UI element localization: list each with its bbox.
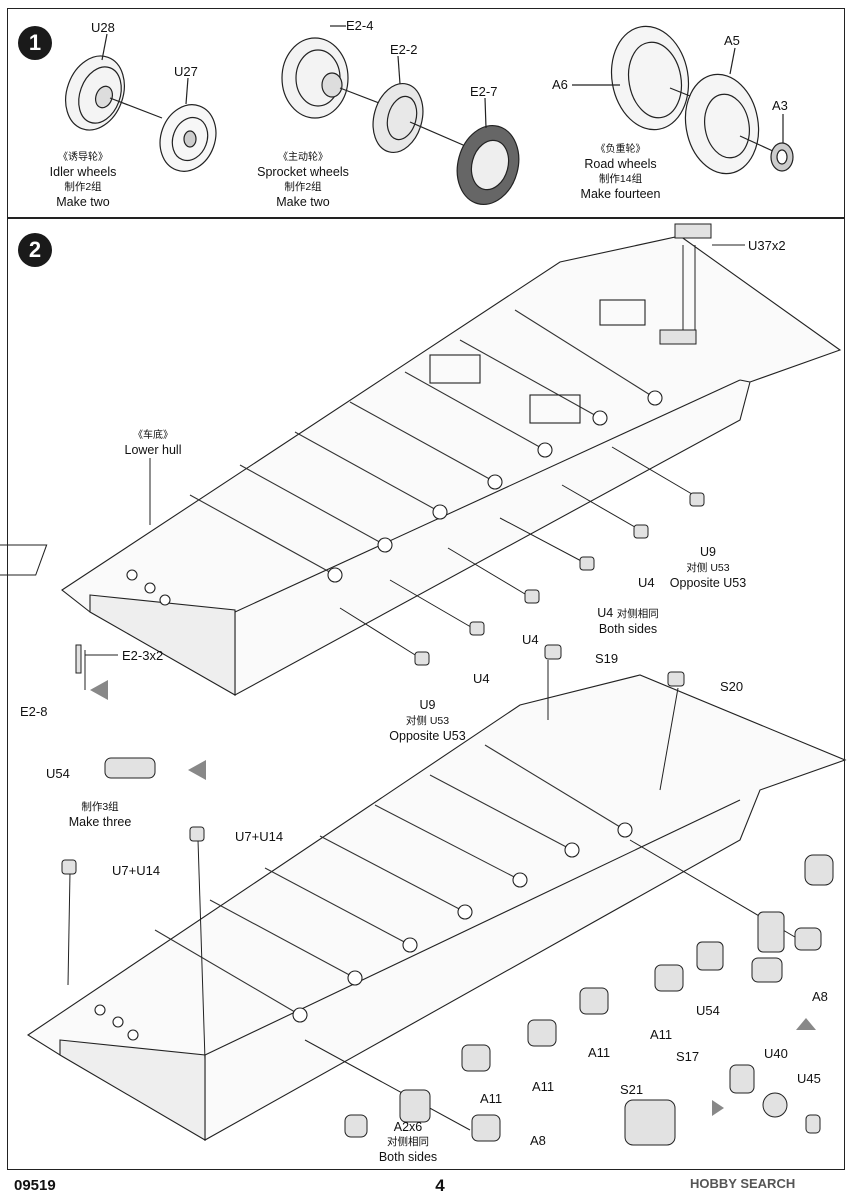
label-u4-c: U4 — [522, 632, 539, 647]
lower-hull-lower-drawing — [26, 674, 847, 1141]
label-u28: U28 — [91, 20, 115, 35]
sprocket-e2-7-drawing — [456, 124, 520, 206]
a2-en: Both sides — [378, 1150, 438, 1164]
step-number-1: 1 — [18, 26, 52, 60]
step-1-panel — [7, 8, 845, 218]
label-e2-4: E2-4 — [346, 18, 374, 33]
idler-name: Idler wheels — [49, 165, 117, 179]
label-a5: A5 — [724, 33, 740, 48]
product-code: 09519 — [14, 1177, 56, 1194]
label-a11-c: A11 — [532, 1079, 555, 1094]
label-a8-b: A8 — [530, 1133, 546, 1148]
u9-b-cn: 对侧 U53 — [405, 715, 450, 727]
label-e2-8: E2-8 — [20, 704, 48, 719]
label-s19: S19 — [595, 651, 619, 666]
label-u7-u14-a: U7+U14 — [235, 829, 284, 844]
label-u54-b: U54 — [696, 1003, 720, 1018]
hull-upper-leaders — [149, 244, 745, 659]
u4-b-cn: 对侧相同 — [616, 608, 659, 620]
hull-caption: 《车底》 Lower hull — [108, 428, 198, 458]
label-a8-a: A8 — [812, 989, 828, 1004]
label-a2: A2x6 — [393, 1120, 423, 1134]
sprocket-hub-e2-2-drawing — [372, 83, 471, 153]
page-number: 4 — [435, 1176, 445, 1195]
label-u27: U27 — [174, 64, 198, 79]
step-number-2: 2 — [18, 233, 52, 267]
idler-cn: 《诱导轮》 — [58, 152, 108, 163]
hull-lower-crossbars — [154, 744, 626, 1016]
make-three: Make three — [68, 815, 132, 829]
label-s20: S20 — [720, 679, 744, 694]
label-u4-d: U4 — [473, 671, 490, 686]
u9-b-en: Opposite U53 — [389, 729, 466, 743]
label-s17: S17 — [676, 1049, 700, 1064]
watermark: HOBBY SEARCH — [690, 1176, 796, 1191]
u9-b-caption: U9 对侧 U53 Opposite U53 — [385, 698, 470, 744]
u9-a-en: Opposite U53 — [669, 576, 747, 590]
hull-upper-axle-holes — [126, 390, 663, 606]
make-three-caption: 制作3组 Make three — [60, 800, 140, 830]
hull-name: Lower hull — [124, 443, 182, 457]
label-u4-a: U4 — [638, 575, 655, 590]
label-e2-7: E2-7 — [470, 84, 498, 99]
label-s21: S21 — [620, 1082, 644, 1097]
road-wheel-a5-drawing — [684, 73, 776, 175]
hull-upper-crossbars — [189, 309, 656, 576]
lower-hull-upper-drawing — [0, 235, 842, 696]
a2-cn: 对侧相同 — [387, 1136, 429, 1148]
idler-wheel-u28-drawing — [65, 55, 163, 131]
hull-upper-hatches — [0, 299, 646, 576]
road-cn: 《负重轮》 — [595, 144, 646, 155]
idler-qty-cn: 制作2组 — [64, 181, 102, 193]
u9-a-caption: U9 对侧 U53 Opposite U53 — [668, 545, 748, 591]
sprocket-e2-4-drawing — [281, 37, 393, 119]
label-a11-b: A11 — [588, 1045, 611, 1060]
u4-b-en: Both sides — [598, 622, 658, 636]
hull-lower-small-parts — [61, 644, 834, 1146]
label-e2-3: E2-3x2 — [122, 648, 164, 663]
idler-qty: Make two — [56, 195, 110, 209]
idler-caption: 《诱导轮》 Idler wheels 制作2组 Make two — [38, 150, 128, 210]
label-a11-a: A11 — [650, 1027, 673, 1042]
sprocket-name: Sprocket wheels — [257, 165, 349, 179]
label-u45: U45 — [797, 1071, 821, 1086]
sprocket-qty-cn: 制作2组 — [284, 181, 322, 193]
step-2-panel — [7, 218, 845, 1170]
a2-caption: A2x6 对侧相同 Both sides — [368, 1120, 448, 1165]
hull-lower-axle-holes — [94, 822, 633, 1041]
arrows — [90, 680, 816, 1116]
label-u4-b: U4 — [597, 606, 614, 620]
hub-cap-a3-drawing — [770, 142, 794, 172]
label-u9-a: U9 — [700, 545, 716, 559]
label-u37: U37x2 — [748, 238, 786, 253]
label-a6: A6 — [552, 77, 568, 92]
label-a3: A3 — [772, 98, 788, 113]
label-a11-d: A11 — [480, 1091, 503, 1106]
road-name: Road wheels — [584, 157, 657, 171]
u9-a-cn: 对侧 U53 — [686, 562, 730, 574]
road-qty: Make fourteen — [580, 187, 661, 201]
sprocket-cn: 《主动轮》 — [278, 152, 328, 163]
label-u7-u14-b: U7+U14 — [112, 863, 161, 878]
sprocket-caption: 《主动轮》 Sprocket wheels 制作2组 Make two — [248, 150, 358, 210]
make-three-cn: 制作3组 — [81, 801, 119, 813]
label-u9-b: U9 — [419, 698, 436, 712]
hull-upper-small-parts — [414, 223, 712, 687]
label-e2-2: E2-2 — [390, 42, 418, 57]
road-wheel-a6-drawing — [610, 25, 721, 131]
sprocket-qty: Make two — [276, 195, 330, 209]
road-caption: 《负重轮》 Road wheels 制作14组 Make fourteen — [568, 142, 673, 202]
label-u54-a: U54 — [46, 766, 70, 781]
hull-cn: 《车底》 — [133, 430, 173, 441]
idler-wheel-u27-drawing — [159, 104, 217, 172]
u4-b-caption: U4 对侧相同 Both sides — [578, 606, 678, 637]
road-qty-cn: 制作14组 — [598, 173, 643, 185]
label-u40: U40 — [764, 1046, 788, 1061]
